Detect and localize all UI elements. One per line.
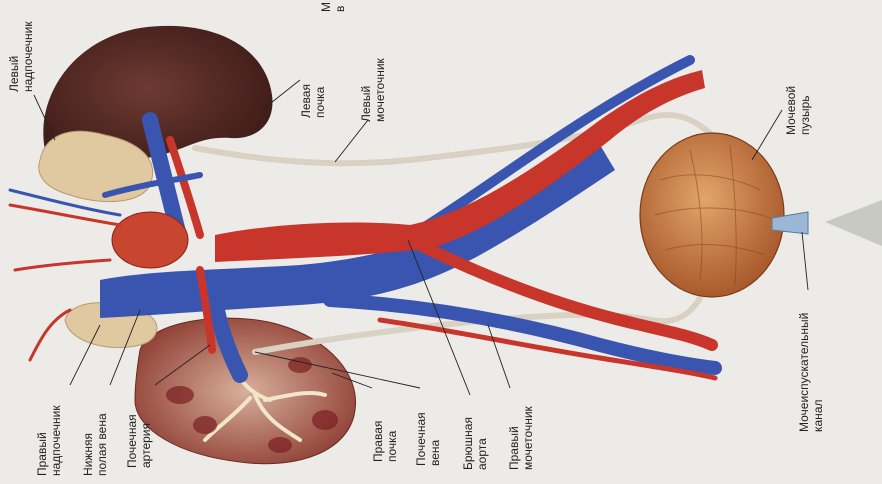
- aortic-plexus: [112, 212, 188, 268]
- label-urethra: Мочеиспускательный канал: [797, 309, 825, 432]
- label-bladder: Мочевой пузырь: [784, 83, 812, 135]
- label-abdominal-aorta: Брюшная аорта: [461, 414, 489, 470]
- label-left-kidney: Левая почка: [299, 81, 327, 118]
- left-ureter: [195, 115, 712, 163]
- urethra-flow-cone: [825, 200, 882, 246]
- label-cutoff-top: М в: [319, 0, 347, 12]
- label-right-ureter: Правый мочеточник: [507, 405, 535, 470]
- label-left-adrenal: Левый надпочечник: [7, 21, 35, 92]
- label-right-adrenal: Правый надпочечник: [35, 405, 63, 476]
- label-left-ureter: Левый мочеточник: [359, 57, 387, 122]
- label-inferior-vena-cava: Нижняя полая вена: [81, 413, 109, 476]
- label-right-kidney: Правая почка: [371, 417, 399, 462]
- label-renal-vein: Почечная вена: [414, 409, 442, 466]
- abdominal-aorta: [215, 70, 705, 262]
